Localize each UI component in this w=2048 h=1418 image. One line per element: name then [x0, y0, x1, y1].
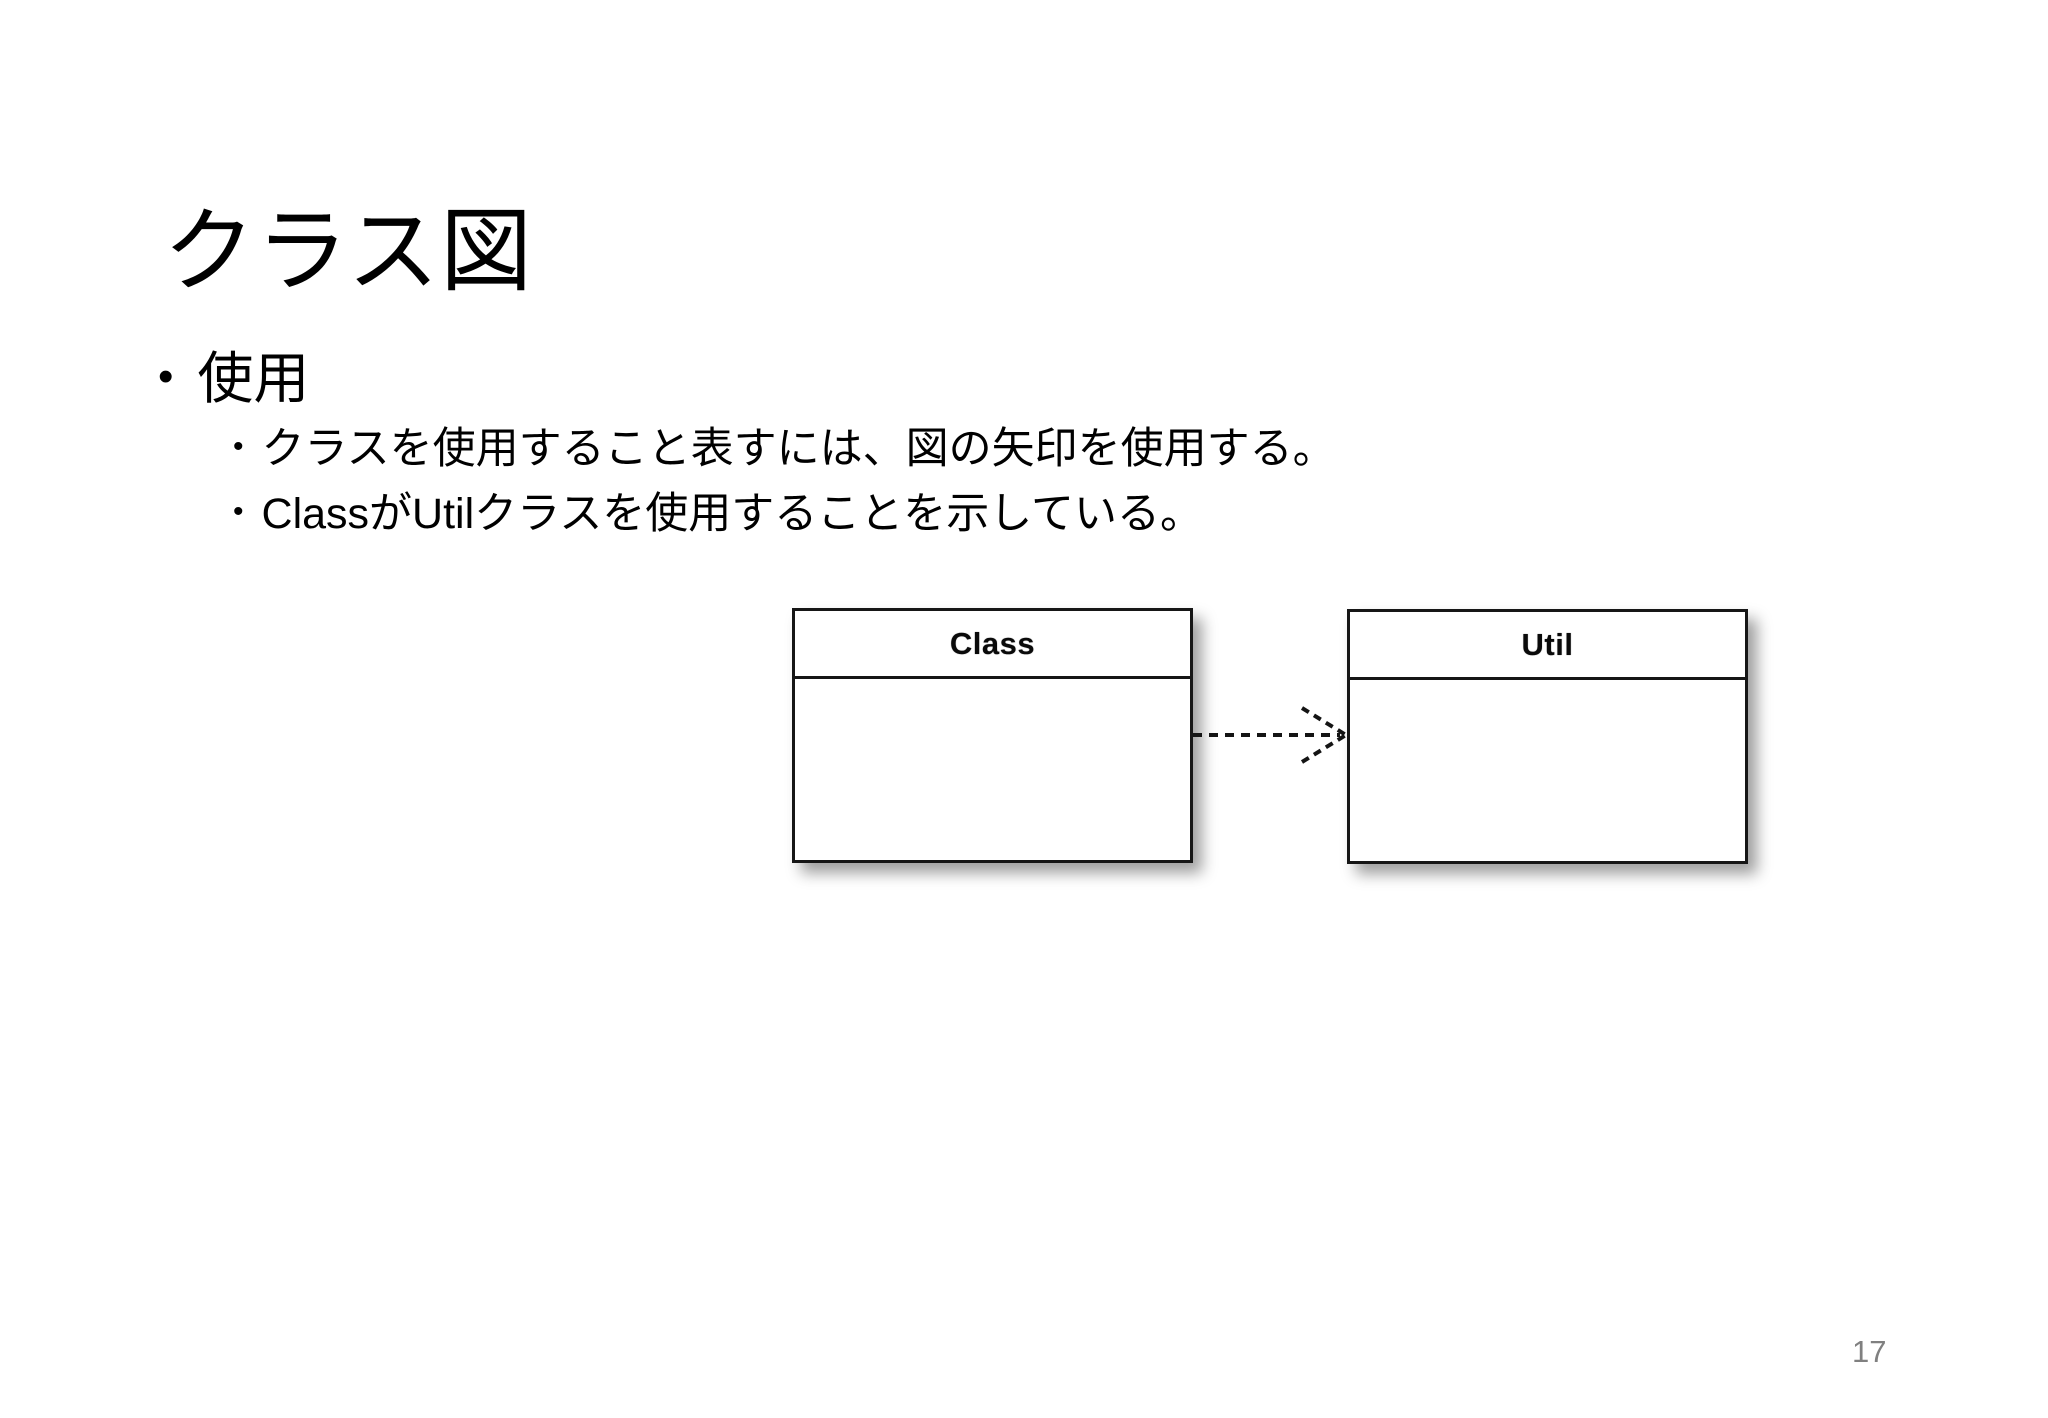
bullet-level2-line2-text: ClassがUtilクラスを使用することを示している。: [261, 490, 1203, 538]
uml-class-header: Util: [1350, 612, 1745, 680]
uml-class-box-class: Class: [792, 608, 1193, 863]
uml-class-header: Class: [795, 611, 1190, 679]
bullet-level2-line2: • ClassがUtilクラスを使用することを示している。: [233, 479, 1203, 541]
uml-class-box-util: Util: [1347, 609, 1748, 864]
page-number: 17: [1852, 1334, 1887, 1369]
bullet-level2-line1-text: クラスを使用すること表すには、図の矢印を使用する。: [261, 425, 1336, 473]
bullet-level1: • 使用: [158, 334, 309, 415]
uml-class-name-util: Util: [1521, 626, 1574, 662]
bullet-marker: •: [233, 430, 244, 463]
bullet-level2-line1: • クラスを使用すること表すには、図の矢印を使用する。: [233, 414, 1336, 476]
bullet-marker: •: [233, 495, 244, 528]
slide-title: クラス図: [163, 200, 534, 303]
dependency-arrow-icon: [1193, 706, 1348, 764]
bullet-level1-text: 使用: [197, 347, 310, 410]
bullet-marker: •: [158, 351, 174, 401]
uml-class-name-class: Class: [949, 625, 1036, 661]
